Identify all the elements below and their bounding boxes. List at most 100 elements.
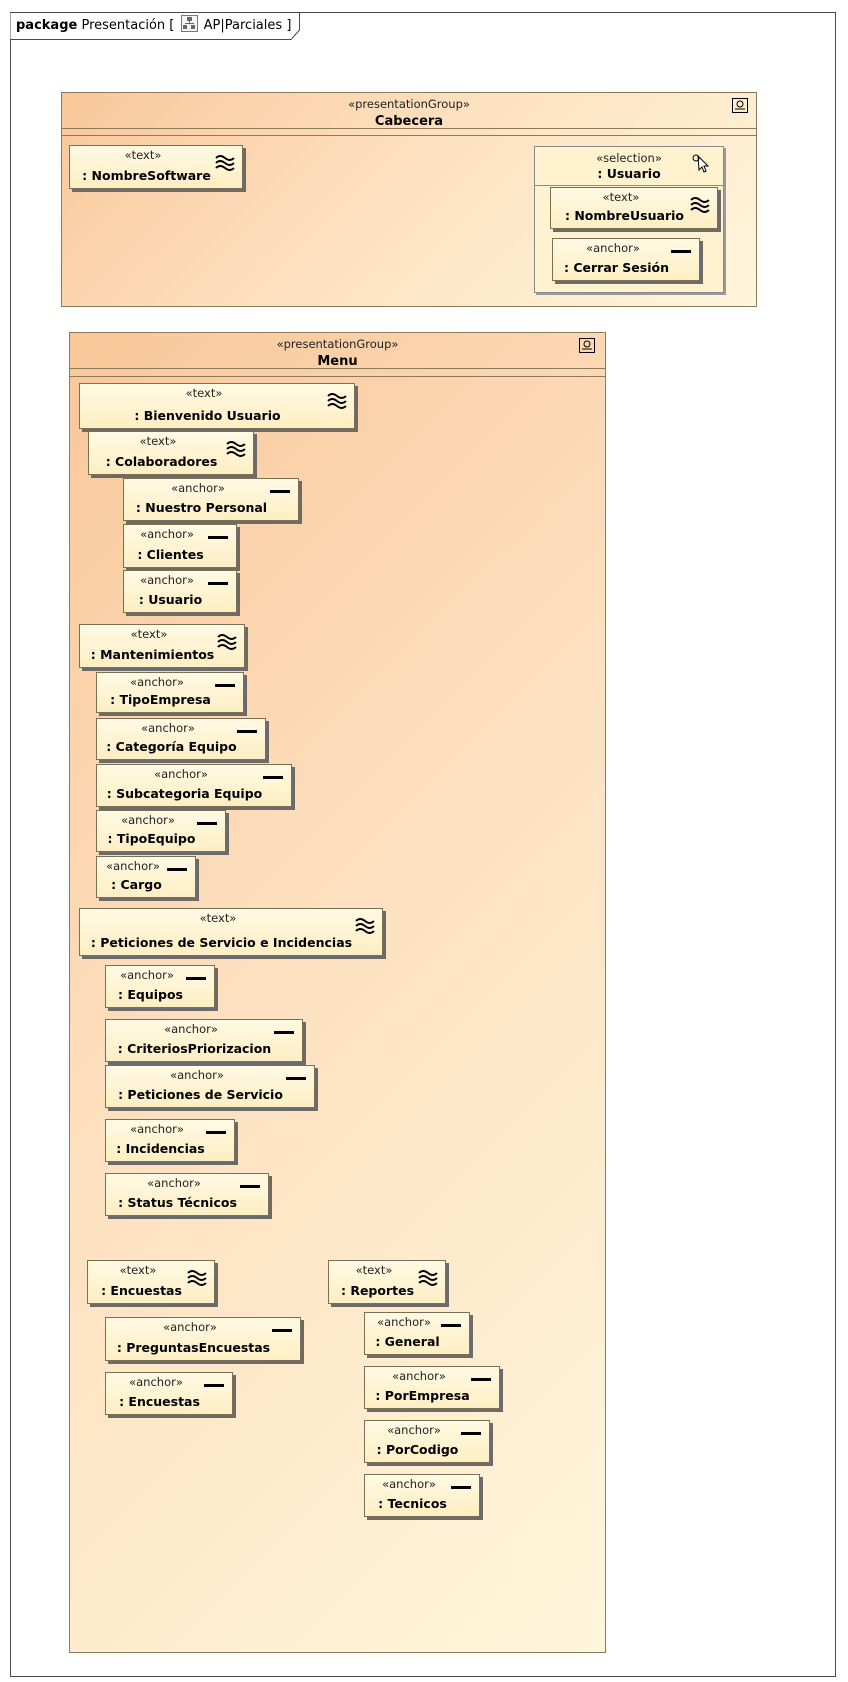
- nombre-software-text[interactable]: «text» : NombreSoftware: [69, 145, 243, 189]
- element-name: : Clientes: [137, 547, 204, 562]
- menu-text-colaboradores[interactable]: «text»: Colaboradores: [88, 431, 254, 475]
- nombre-software-name: : NombreSoftware: [82, 168, 211, 183]
- nombre-usuario-text[interactable]: «text» : NombreUsuario: [550, 187, 718, 229]
- menu-text-bienvenido-usuario[interactable]: «text» : Bienvenido Usuario: [79, 383, 355, 429]
- element-name: : Nuestro Personal: [135, 500, 268, 515]
- element-stereotype: «text»: [130, 627, 168, 641]
- dash-anchor-icon: [204, 1384, 224, 1387]
- wavy-text-icon: [215, 155, 235, 171]
- menu-anchor-porcodigo[interactable]: «anchor»: PorCodigo: [364, 1420, 490, 1463]
- wavy-text-icon: [690, 197, 710, 213]
- element-stereotype: «anchor»: [377, 1315, 431, 1329]
- element-name: : Reportes: [340, 1283, 415, 1298]
- presentation-group-icon: [579, 338, 595, 353]
- element-stereotype: «anchor»: [120, 968, 174, 982]
- dash-anchor-icon: [237, 730, 257, 733]
- element-name: : Usuario: [138, 592, 203, 607]
- cabecera-title: Cabecera: [374, 114, 444, 129]
- element-name: : Encuestas: [101, 1283, 182, 1298]
- menu-anchor-usuario[interactable]: «anchor» : Usuario: [123, 570, 237, 613]
- menu-anchor-nuestro-personal[interactable]: «anchor» : Nuestro Personal: [123, 478, 299, 521]
- cabecera-header: «presentationGroup» Cabecera: [62, 93, 756, 130]
- menu-text-encuestas[interactable]: «text» : Encuestas: [87, 1260, 215, 1304]
- menu-anchor-clientes[interactable]: «anchor» : Clientes: [123, 524, 237, 568]
- menu-text-mantenimientos[interactable]: «text» : Mantenimientos: [79, 624, 245, 668]
- package-tab-label: package Presentación [ AP|Parciales ]: [16, 15, 291, 33]
- element-name: : Encuestas: [119, 1394, 200, 1409]
- menu-anchor-subcategoria-equipo[interactable]: «anchor»: Subcategoria Equipo: [96, 764, 292, 807]
- element-stereotype: «text»: [355, 1263, 393, 1277]
- package-tab: package Presentación [ AP|Parciales ]: [10, 12, 300, 40]
- dash-anchor-icon: [206, 1131, 226, 1134]
- element-name: : General: [375, 1334, 440, 1349]
- dash-anchor-icon: [167, 868, 187, 871]
- diagram-icon: [180, 15, 198, 32]
- element-stereotype: «anchor»: [164, 1022, 218, 1036]
- menu-anchor-tipoempresa[interactable]: «anchor»: TipoEmpresa: [96, 672, 244, 713]
- dash-anchor-icon: [441, 1324, 461, 1327]
- element-stereotype: «anchor»: [392, 1369, 446, 1383]
- element-name: : TipoEquipo: [107, 831, 196, 846]
- element-stereotype: «anchor»: [147, 1176, 201, 1190]
- menu-anchor-criteriospriorizacion[interactable]: «anchor» : CriteriosPriorizacion: [105, 1019, 303, 1062]
- nombre-usuario-name: : NombreUsuario: [565, 208, 684, 223]
- menu-title: Menu: [317, 354, 358, 369]
- menu-text-reportes[interactable]: «text» : Reportes: [328, 1260, 446, 1304]
- package-title-close: ]: [286, 18, 292, 33]
- element-stereotype: «anchor»: [140, 527, 194, 541]
- menu-anchor-equipos[interactable]: «anchor» : Equipos: [105, 965, 215, 1008]
- cabecera-divider-2: [62, 135, 756, 136]
- nombre-usuario-stereotype: «text»: [602, 190, 640, 204]
- element-name: : Equipos: [118, 987, 183, 1002]
- wavy-text-icon: [187, 1270, 207, 1286]
- element-stereotype: «anchor»: [163, 1320, 217, 1334]
- menu-anchor-cargo[interactable]: «anchor»: Cargo: [96, 856, 196, 898]
- dash-anchor-icon: [215, 684, 235, 687]
- dash-anchor-icon: [240, 1185, 260, 1188]
- dash-anchor-icon: [208, 582, 228, 585]
- usuario-name: : Usuario: [597, 166, 661, 181]
- cerrar-sesion-anchor[interactable]: «anchor» : Cerrar Sesión: [552, 238, 700, 281]
- wavy-text-icon: [226, 441, 246, 457]
- dash-anchor-icon: [461, 1432, 481, 1435]
- element-stereotype: «anchor»: [130, 675, 184, 689]
- element-name: : Bienvenido Usuario: [134, 408, 281, 423]
- menu-anchor-status-tecnicos[interactable]: «anchor» : Status Técnicos: [105, 1173, 269, 1216]
- usuario-divider: [535, 185, 723, 186]
- menu-anchor-incidencias[interactable]: «anchor»: Incidencias: [105, 1119, 235, 1162]
- cabecera-stereotype: «presentationGroup»: [348, 97, 470, 111]
- element-stereotype: «anchor»: [171, 481, 225, 495]
- element-name: : CriteriosPriorizacion: [117, 1041, 272, 1056]
- menu-anchor-tecnicos[interactable]: «anchor»: Tecnicos: [364, 1474, 480, 1517]
- menu-anchor-porempresa[interactable]: «anchor»: PorEmpresa: [364, 1366, 500, 1409]
- menu-divider-2: [70, 376, 605, 377]
- element-stereotype: «text»: [185, 386, 223, 400]
- element-name: : Mantenimientos: [90, 647, 215, 662]
- menu-anchor-categoria-equipo[interactable]: «anchor»: Categoría Equipo: [96, 718, 266, 760]
- menu-stereotype: «presentationGroup»: [276, 337, 399, 351]
- dash-anchor-icon: [263, 776, 283, 779]
- element-name: : Categoría Equipo: [106, 739, 237, 754]
- menu-anchor-peticiones-de-servicio[interactable]: «anchor»: Peticiones de Servicio: [105, 1065, 315, 1108]
- element-stereotype: «anchor»: [140, 573, 194, 587]
- cerrar-sesion-name: : Cerrar Sesión: [564, 260, 669, 275]
- cerrar-sesion-stereotype: «anchor»: [586, 241, 640, 255]
- menu-anchor-encuestas[interactable]: «anchor» : Encuestas: [105, 1372, 233, 1415]
- menu-header: «presentationGroup» Menu: [70, 333, 605, 370]
- element-stereotype: «anchor»: [129, 1375, 183, 1389]
- dash-anchor-icon: [274, 1031, 294, 1034]
- element-name: : PreguntasEncuestas: [116, 1340, 271, 1355]
- element-stereotype: «anchor»: [170, 1068, 224, 1082]
- menu-anchor-general[interactable]: «anchor» : General: [364, 1312, 470, 1355]
- menu-anchor-preguntasencuestas[interactable]: «anchor» : PreguntasEncuestas: [105, 1317, 301, 1361]
- element-name: : PorCodigo: [376, 1442, 459, 1457]
- menu-anchor-tipoequipo[interactable]: «anchor»: TipoEquipo: [96, 810, 226, 852]
- dash-anchor-icon: [208, 536, 228, 539]
- presentation-group-icon: [732, 98, 748, 113]
- menu-text-peticiones-de-servicio-e-incidencias[interactable]: «text»: Peticiones de Servicio e Inciden…: [79, 908, 383, 956]
- element-stereotype: «text»: [119, 1263, 157, 1277]
- package-title: Presentación [: [81, 18, 175, 33]
- element-name: : Status Técnicos: [118, 1195, 237, 1210]
- element-name: : Tecnicos: [378, 1496, 447, 1511]
